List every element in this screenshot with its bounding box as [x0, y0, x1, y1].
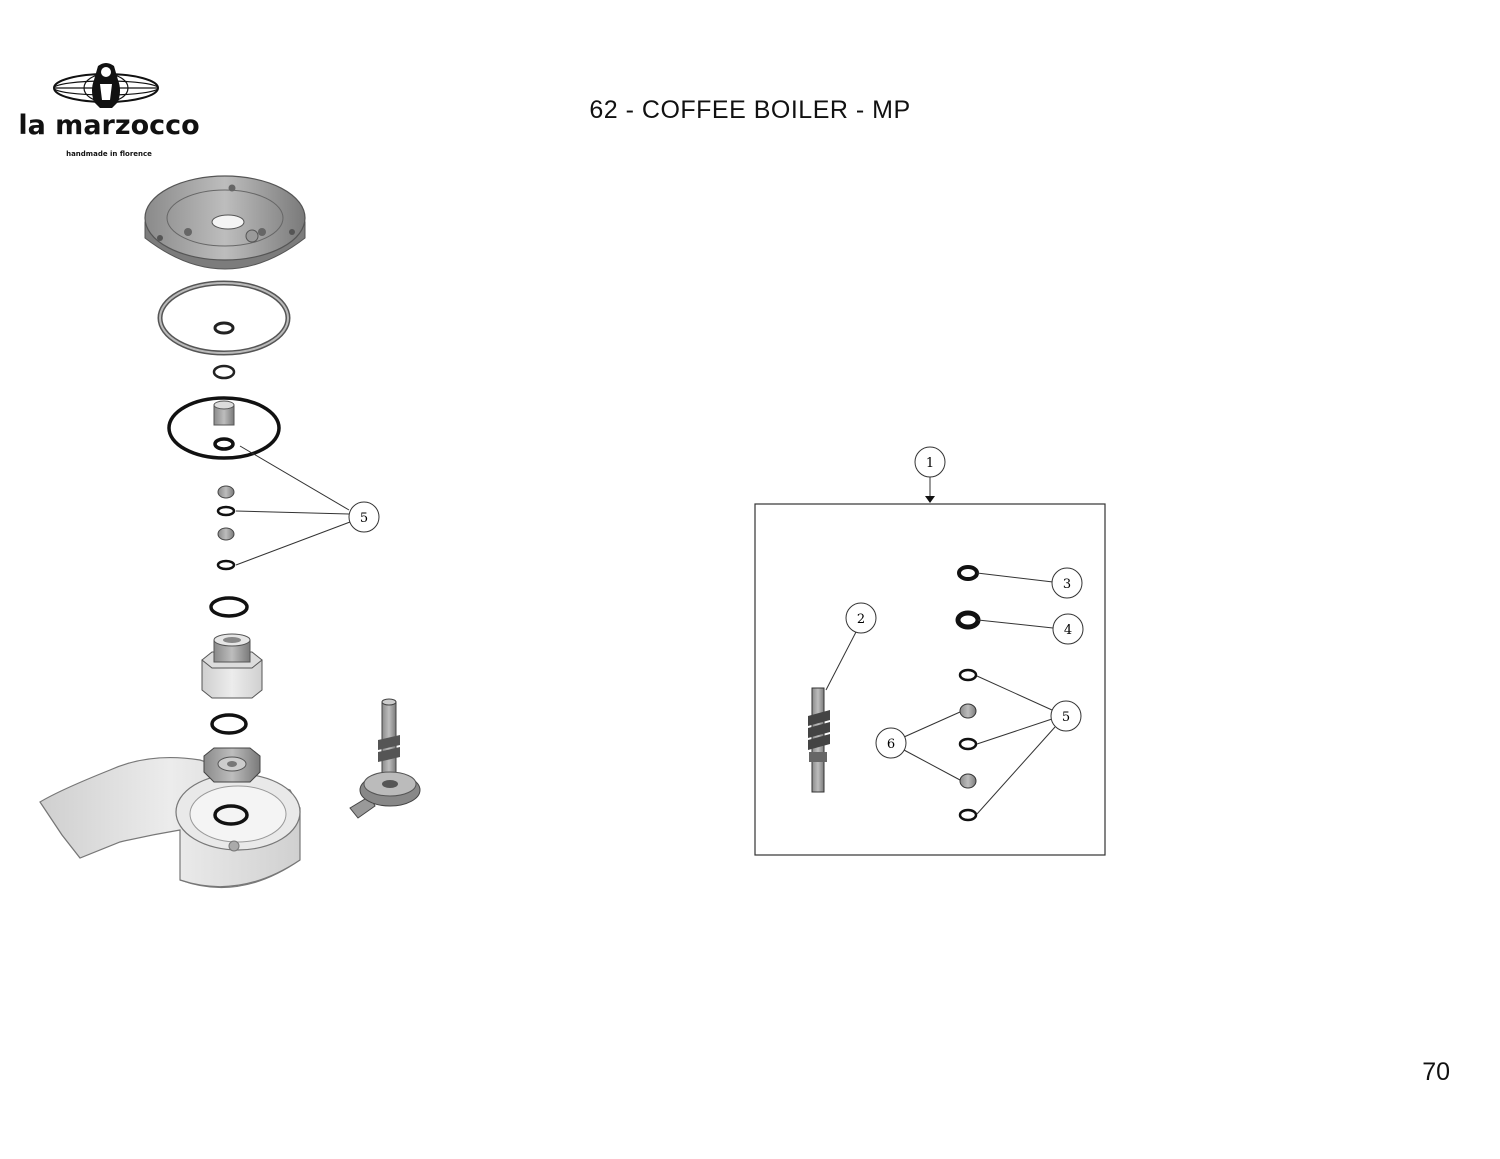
hex-nut-large	[203, 747, 261, 783]
valve-shaft-assembly	[349, 698, 421, 819]
kit-callout-1	[914, 446, 946, 503]
callout-5-left	[235, 445, 380, 566]
medium-oring-a	[209, 596, 249, 618]
kit-oring-a	[958, 668, 978, 682]
small-oring-a	[213, 321, 235, 335]
kit-nut-b	[959, 773, 977, 789]
page-title: 62 - COFFEE BOILER - MP	[589, 96, 911, 124]
small-nut-b	[217, 527, 235, 541]
callout-label-1: 1	[926, 456, 934, 471]
large-oring	[167, 396, 281, 460]
callout-3	[976, 567, 1083, 599]
kit-shaft	[808, 687, 830, 793]
callout-2	[825, 602, 877, 691]
small-oring-e	[216, 559, 236, 571]
globe-lion-emblem-icon	[53, 63, 159, 108]
boiler-housing	[39, 756, 301, 889]
kit-gasket-4	[955, 610, 981, 630]
medium-oring-b	[210, 713, 248, 735]
threaded-fitting	[213, 400, 235, 426]
callout-4	[977, 613, 1084, 645]
kit-oring-b	[958, 737, 978, 751]
small-oring-b	[212, 364, 236, 380]
small-nut-a	[217, 485, 235, 499]
brand-name: la marzocco	[18, 110, 200, 141]
brand-tagline: handmade in florence	[66, 150, 152, 158]
kit-frame	[754, 503, 1106, 856]
boiler-flange-plate	[144, 175, 306, 270]
small-oring-c	[213, 437, 235, 451]
kit-oring-c	[958, 808, 978, 822]
small-oring-d	[216, 505, 236, 517]
callout-label-2: 2	[857, 612, 865, 627]
callout-label-3: 3	[1063, 577, 1071, 592]
callout-label-5-left: 5	[360, 511, 368, 526]
callout-6	[875, 711, 961, 781]
kit-nut-a	[959, 703, 977, 719]
large-gasket	[157, 280, 291, 356]
page-number: 70	[1422, 1058, 1450, 1086]
medium-oring-c	[213, 804, 249, 826]
callout-5-right	[976, 675, 1082, 815]
hex-body-fitting	[201, 633, 263, 699]
kit-gasket-3	[957, 565, 979, 581]
callout-label-6: 6	[887, 737, 895, 752]
callout-label-5-right: 5	[1062, 710, 1070, 725]
brand-logo: la marzocco handmade in florence	[14, 62, 204, 162]
callout-label-4: 4	[1064, 623, 1072, 638]
